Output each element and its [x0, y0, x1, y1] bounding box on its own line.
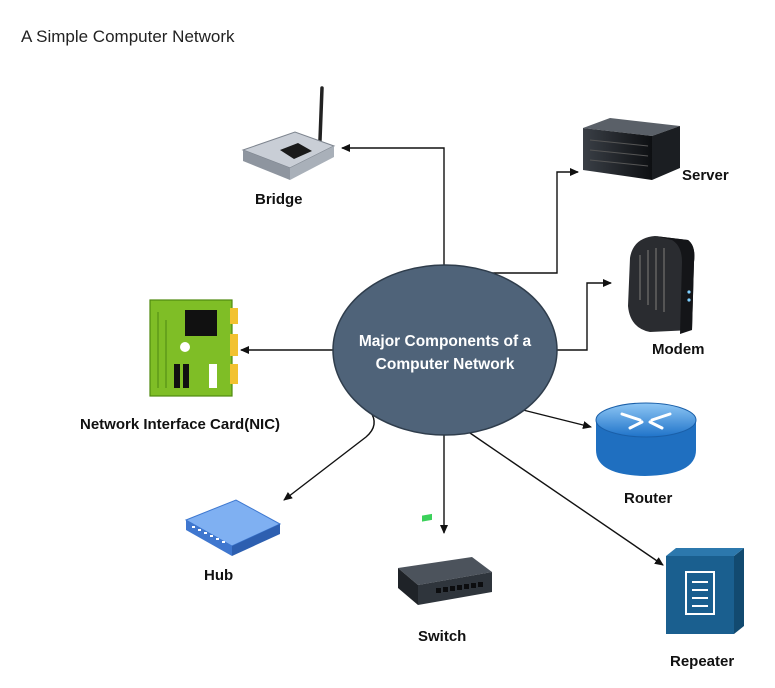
switch-label: Switch	[418, 628, 466, 645]
page-title: A Simple Computer Network	[21, 27, 235, 46]
connector-modem	[557, 279, 612, 351]
connector-router	[522, 409, 592, 429]
central-label-line1: Major Components of a	[359, 333, 532, 350]
bridge-node: Bridge	[241, 86, 336, 208]
repeater-node: Repeater	[666, 548, 744, 670]
switch-icon	[398, 513, 492, 605]
hub-icon	[184, 499, 282, 556]
router-node: Router	[595, 402, 697, 507]
central-label-line2: Computer Network	[376, 356, 515, 373]
connectors	[240, 144, 664, 566]
nic-node: Network Interface Card(NIC)	[80, 299, 280, 433]
modem-label: Modem	[652, 341, 705, 358]
hub-label: Hub	[204, 567, 233, 584]
server-node: Server	[583, 118, 729, 184]
connector-repeater	[469, 432, 664, 566]
central-hub-node: Major Components of a Computer Network	[332, 264, 558, 436]
connector-bridge	[341, 144, 445, 268]
repeater-icon	[666, 548, 744, 634]
hub-device-node: Hub	[184, 499, 282, 584]
network-card-icon	[149, 299, 238, 397]
bridge-label: Bridge	[255, 191, 303, 208]
repeater-label: Repeater	[670, 653, 734, 670]
connector-hub	[283, 410, 375, 501]
nic-label: Network Interface Card(NIC)	[80, 416, 280, 433]
central-ellipse	[332, 264, 558, 436]
router-label: Router	[624, 490, 672, 507]
connector-server	[492, 168, 579, 274]
server-rack-icon	[583, 118, 680, 180]
switch-node: Switch	[398, 513, 492, 645]
server-label: Server	[682, 167, 729, 184]
modem-node: Modem	[628, 236, 705, 358]
modem-icon	[628, 236, 695, 334]
router-icon	[595, 402, 697, 476]
wireless-router-icon	[241, 86, 336, 180]
